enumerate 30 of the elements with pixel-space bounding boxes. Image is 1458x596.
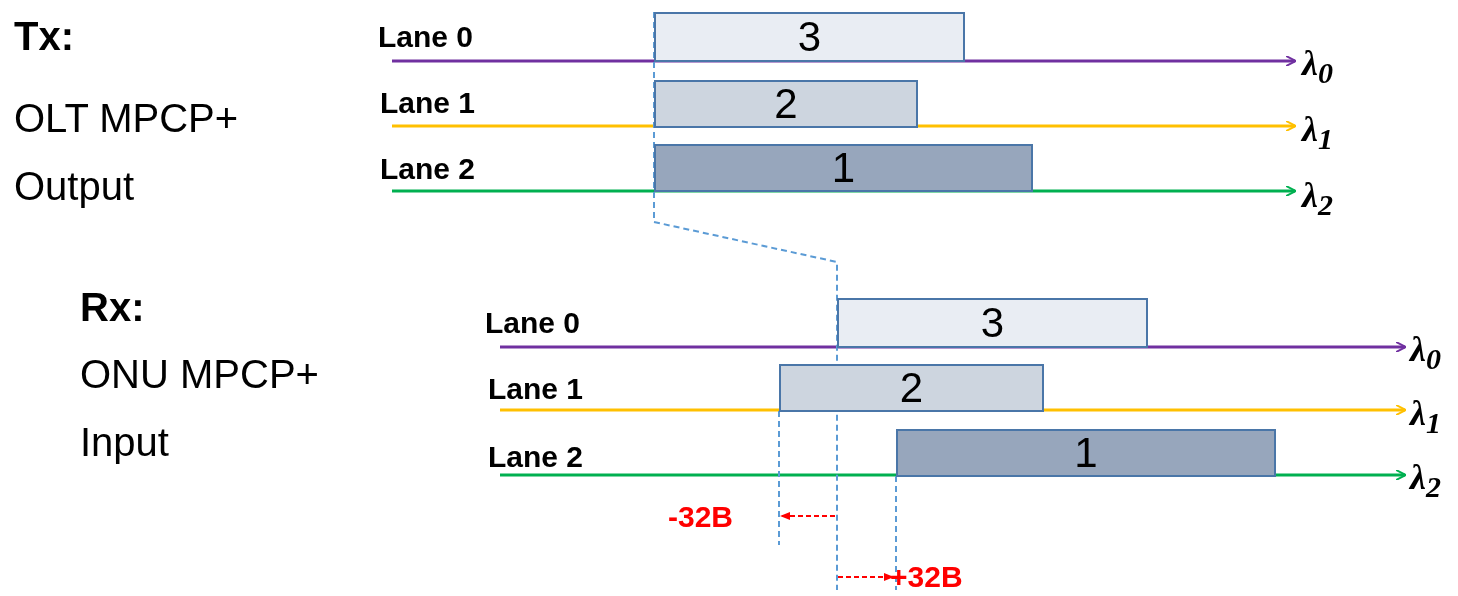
- block-number: 2: [899, 367, 924, 409]
- data-block: [654, 12, 965, 62]
- offset-label: -32B: [668, 500, 734, 534]
- heading: Tx:: [14, 14, 74, 59]
- data-block: [837, 298, 1148, 348]
- lane-label: Lane 0: [485, 306, 581, 340]
- offset-label: +32B: [890, 560, 963, 594]
- block-number: 3: [980, 302, 1005, 344]
- side-label: OLT MPCP+ Output: [14, 95, 240, 210]
- lane-label: Lane 2: [380, 152, 476, 186]
- data-block: [654, 144, 1033, 192]
- block-number: 1: [1074, 432, 1098, 474]
- block-number: 2: [774, 83, 798, 125]
- lane-label: Lane 1: [488, 372, 584, 406]
- side-label: ONU MPCP+ Input: [80, 351, 320, 466]
- wavelength-label: λ$_{2}$: [1410, 456, 1441, 505]
- wavelength-label: λ$_{0}$: [1410, 328, 1441, 377]
- lane-label: Lane 1: [380, 86, 476, 120]
- wavelength-label: λ$_{1}$: [1302, 108, 1333, 157]
- wavelength-label: λ$_{2}$: [1302, 174, 1333, 223]
- heading: Rx:: [80, 285, 145, 330]
- data-block: [896, 429, 1276, 477]
- lane-label: Lane 2: [488, 440, 584, 474]
- block-number: 3: [797, 16, 822, 58]
- block-number: 1: [831, 147, 856, 189]
- wavelength-label: λ$_{0}$: [1302, 42, 1333, 91]
- data-block: [654, 80, 918, 128]
- data-block: [779, 364, 1044, 412]
- lane-label: Lane 0: [378, 20, 474, 54]
- wavelength-label: λ$_{1}$: [1410, 392, 1441, 441]
